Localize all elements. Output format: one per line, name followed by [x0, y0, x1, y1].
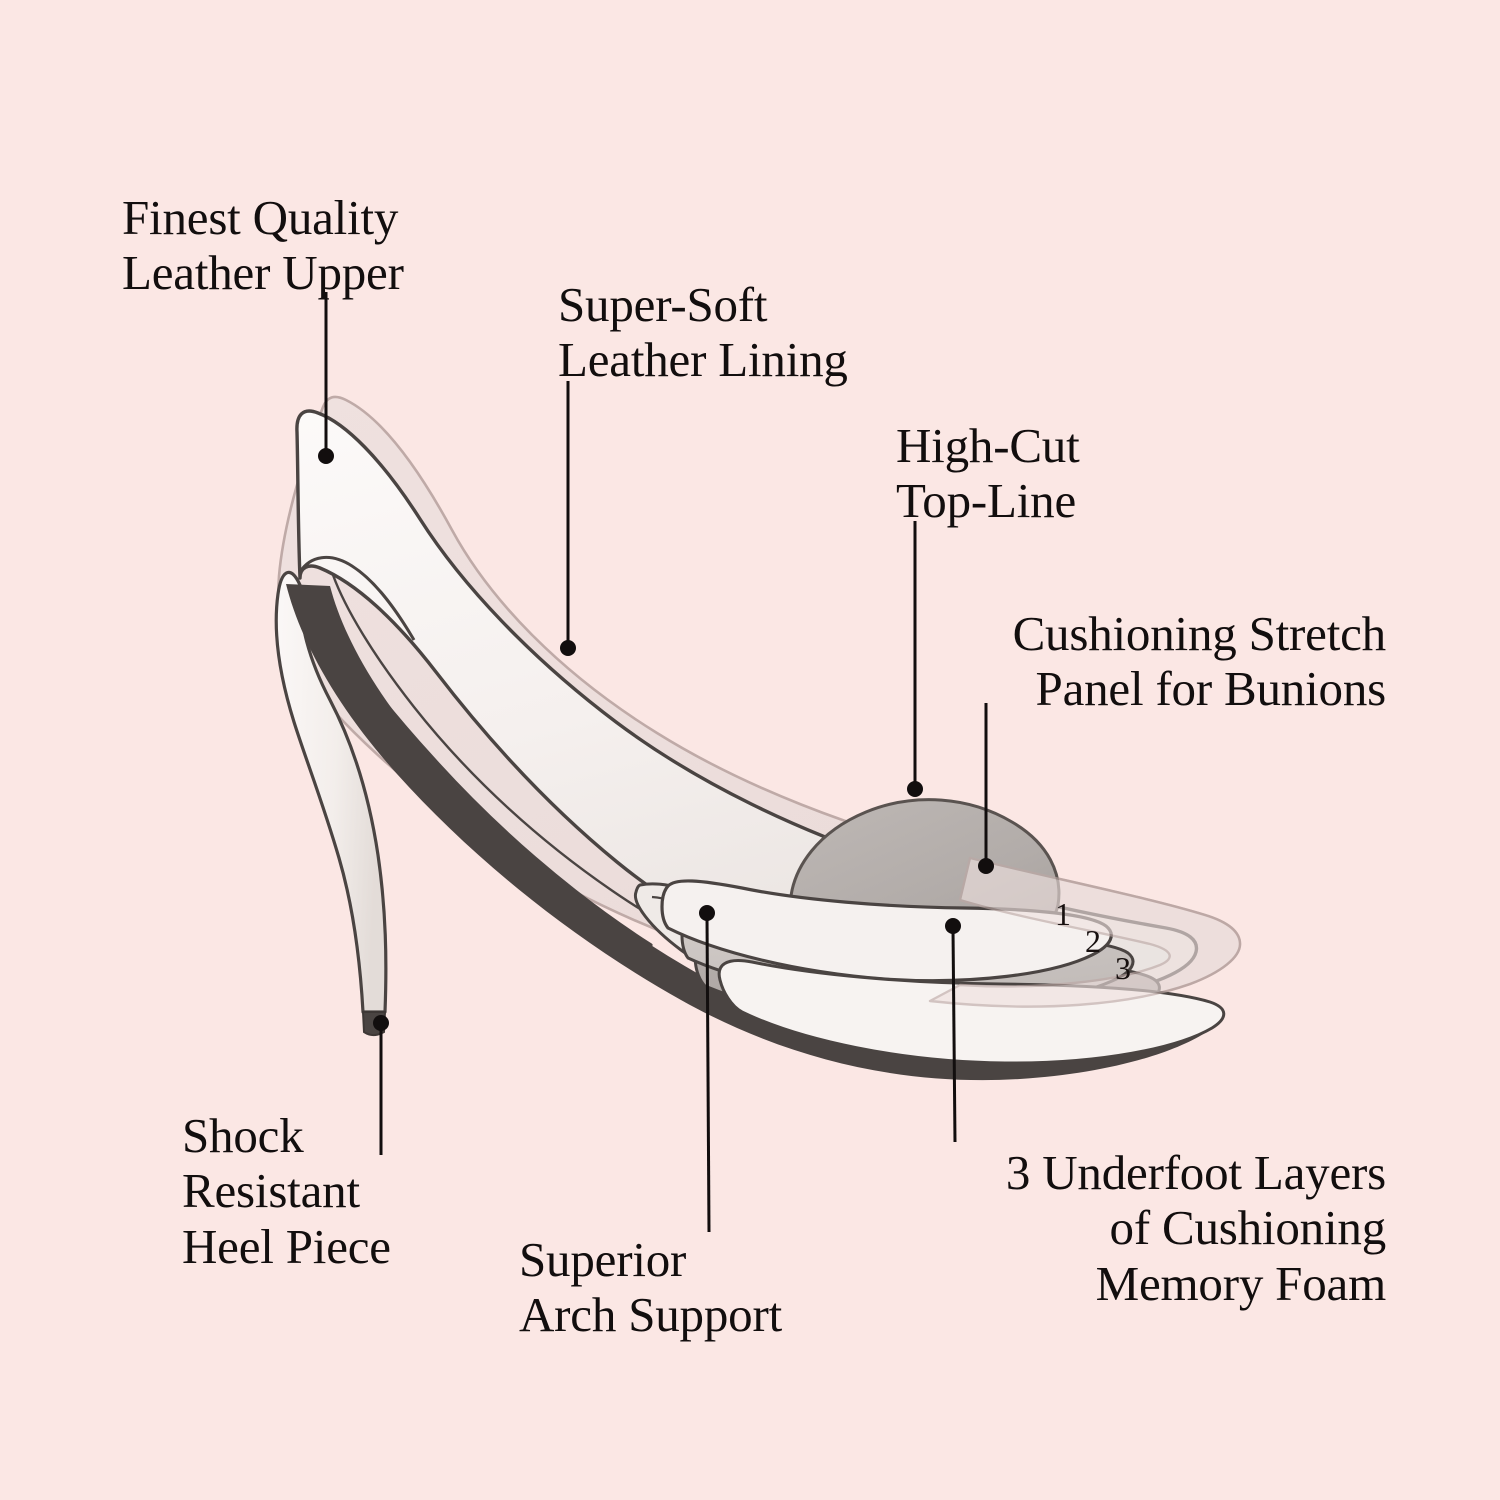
- outsole: [286, 584, 1205, 1081]
- callout-high-cut-top-line: High-Cut Top-Line: [896, 418, 1080, 529]
- callout-3-underfoot-layers-memory-foam: 3 Underfoot Layers of Cushioning Memory …: [1005, 1145, 1386, 1311]
- leader-dot-high-cut-top-line: [907, 781, 923, 797]
- leader-dot-finest-quality-leather-upper: [318, 448, 334, 464]
- leader-dot-superior-arch-support: [699, 905, 715, 921]
- foam-layer-number-3: 3: [1115, 950, 1131, 986]
- foam-layer-number-2: 2: [1085, 923, 1101, 959]
- leader-line-superior-arch-support: [705, 915, 711, 1233]
- callout-finest-quality-leather-upper: Finest Quality Leather Upper: [122, 190, 404, 301]
- callout-super-soft-leather-lining: Super-Soft Leather Lining: [558, 277, 848, 388]
- leader-dot-super-soft-leather-lining: [560, 640, 576, 656]
- leader-dot-shock-resistant-heel-piece: [373, 1015, 389, 1031]
- leader-dot-3-underfoot-layers-of-cushioning-memory-foam: [945, 918, 961, 934]
- callout-superior-arch-support: Superior Arch Support: [519, 1232, 782, 1343]
- callout-leader-lines: [318, 292, 994, 1233]
- foam-layer-number-1: 1: [1055, 896, 1071, 932]
- leather-upper-overlay: [928, 856, 1242, 1008]
- callout-cushioning-stretch-panel-for-bunions: Cushioning Stretch Panel for Bunions: [1012, 606, 1387, 717]
- callout-shock-resistant-heel-piece: Shock Resistant Heel Piece: [182, 1108, 391, 1274]
- leader-dot-cushioning-stretch-panel-for-bunions: [978, 858, 994, 874]
- leader-line-3-underfoot-layers-of-cushioning-memory-foam: [951, 928, 957, 1143]
- toe-platform: [717, 959, 1226, 1065]
